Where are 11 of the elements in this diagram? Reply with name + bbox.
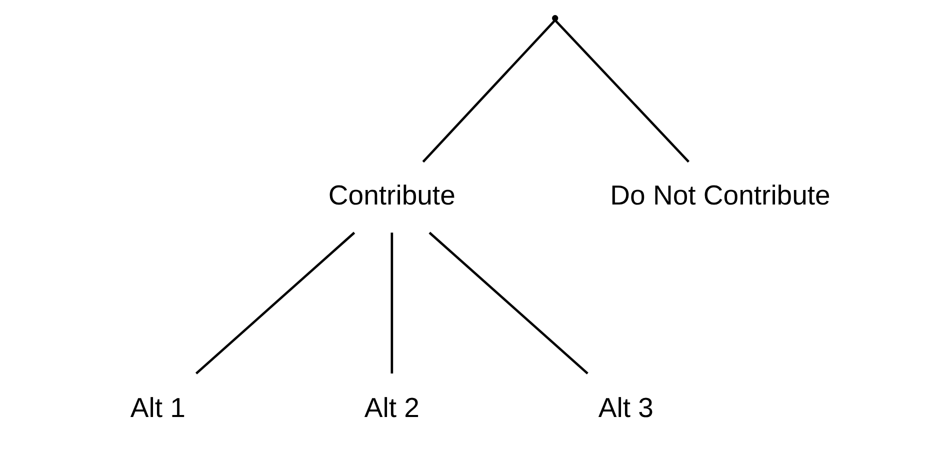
- node-text: Do Not Contribute: [610, 180, 830, 211]
- connector: [428, 232, 588, 374]
- connector: [390, 232, 394, 374]
- connector: [195, 232, 356, 374]
- node-text: Alt 3: [598, 392, 654, 423]
- connector: [554, 20, 690, 163]
- node-text: Contribute: [328, 180, 456, 211]
- connector: [422, 20, 556, 163]
- node-point: [552, 15, 558, 22]
- node-text: Alt 1: [130, 392, 186, 423]
- node-text: Alt 2: [364, 392, 420, 423]
